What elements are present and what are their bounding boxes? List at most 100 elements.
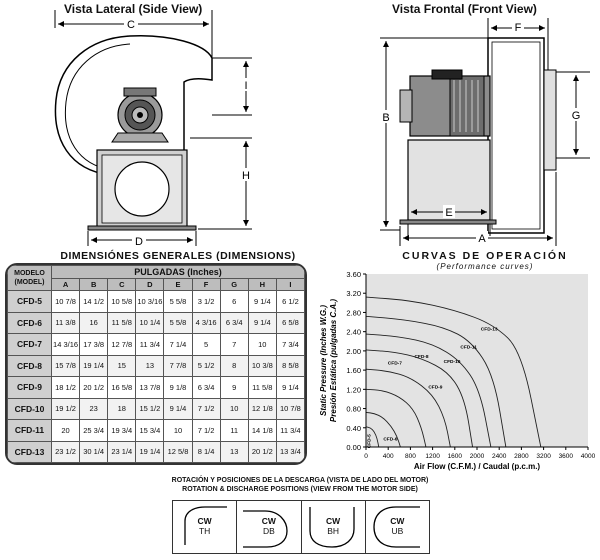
- model-cell: CFD-11: [7, 419, 52, 442]
- dimension-cell: 13 7/8: [135, 376, 165, 399]
- dimension-cell: 12 5/8: [163, 440, 193, 463]
- series-label: CFD-10: [444, 359, 461, 365]
- dimension-cell: 18 1/2: [50, 376, 81, 399]
- dimension-cell: 10 5/8: [107, 290, 137, 313]
- dimension-cell: 20: [50, 419, 81, 442]
- rotation-direction: CW: [261, 516, 276, 526]
- dim-c-label: C: [127, 19, 135, 31]
- side-view-title: Vista Lateral (Side View): [64, 2, 203, 16]
- plot-background: [366, 274, 588, 447]
- column-header-b: B: [79, 278, 109, 291]
- dimension-cell: 6 3/4: [219, 311, 249, 334]
- dimension-cell: 11: [219, 419, 249, 442]
- y-tick-label: 2.40: [346, 328, 361, 337]
- dimension-cell: 9 1/4: [275, 376, 305, 399]
- dimension-cell: 8: [219, 354, 249, 377]
- dimension-cell: 11 3/4: [135, 333, 165, 356]
- x-tick-label: 2400: [492, 453, 507, 460]
- series-label: CFD-11: [460, 344, 477, 350]
- y-tick-label: 1.60: [346, 366, 361, 375]
- dimension-cell: 13 3/4: [275, 440, 305, 463]
- column-header-a: A: [50, 278, 81, 291]
- dimension-cell: 9 1/4: [163, 397, 193, 420]
- y-tick-label: 2.00: [346, 347, 361, 356]
- dimension-cell: 23 1/2: [50, 440, 81, 463]
- x-axis-label: Air Flow (C.F.M.) / Caudal (p.c.m.): [414, 462, 541, 471]
- dimension-cell: 13: [219, 440, 249, 463]
- dimension-cell: 19 1/4: [135, 440, 165, 463]
- series-label: CFD-8: [414, 354, 428, 360]
- dimension-cell: 12 1/8: [247, 397, 277, 420]
- dimension-cell: 15 3/4: [135, 419, 165, 442]
- dimension-cell: 7 1/4: [163, 333, 193, 356]
- dimension-cell: 5 1/2: [191, 354, 221, 377]
- dim-a-label: A: [478, 233, 486, 245]
- rotation-title-es: ROTACIÓN Y POSICIONES DE LA DESCARGA (VI…: [171, 477, 429, 484]
- dimension-cell: 7 1/2: [191, 397, 221, 420]
- dimension-cell: 10 3/16: [135, 290, 165, 313]
- dimension-cell: 14 1/2: [79, 290, 109, 313]
- x-tick-label: 4000: [581, 453, 596, 460]
- series-label: CFD-9: [428, 384, 442, 390]
- units-header: PULGADAS (Inches): [51, 265, 305, 279]
- dimension-cell: 16: [79, 311, 109, 334]
- dimension-cell: 15: [107, 354, 137, 377]
- dimension-cell: 20 1/2: [79, 376, 109, 399]
- series-curve-cfd-5: [365, 426, 380, 448]
- front-view-title: Vista Frontal (Front View): [392, 2, 537, 16]
- series-curve-cfd-11: [365, 315, 507, 448]
- dimension-cell: 20 1/2: [247, 440, 277, 463]
- dimension-cell: 4 3/16: [191, 311, 221, 334]
- y-tick-label: 3.20: [346, 289, 361, 298]
- dim-f-label: F: [515, 22, 522, 34]
- column-header-i: I: [275, 278, 305, 291]
- y-tick-label: 0.40: [346, 424, 361, 433]
- dimensions-title: DIMENSIÓNES GENERALES (DIMENSIONS): [60, 250, 296, 262]
- model-cell: CFD-8: [7, 354, 52, 377]
- model-cell: CFD-5: [7, 290, 52, 313]
- model-header: MODELO (MODEL): [7, 265, 52, 291]
- dimension-cell: 15 7/8: [50, 354, 81, 377]
- x-tick-label: 0: [364, 453, 368, 460]
- dim-b-label: B: [382, 112, 389, 124]
- model-cell: CFD-13: [7, 440, 52, 463]
- dimension-cell: 10 3/8: [247, 354, 277, 377]
- fan-housing-icon: [184, 506, 227, 545]
- dimension-cell: 5 5/8: [163, 290, 193, 313]
- dimension-cell: 11 3/4: [275, 419, 305, 442]
- y-tick-label: 1.20: [346, 385, 361, 394]
- x-tick-label: 400: [383, 453, 394, 460]
- x-tick-label: 1600: [448, 453, 463, 460]
- dimension-cell: 5: [191, 333, 221, 356]
- column-header-c: C: [107, 278, 137, 291]
- series-label: CFD-7: [388, 360, 402, 366]
- rotation-direction: CW: [326, 516, 341, 526]
- model-cell: CFD-6: [7, 311, 52, 334]
- curves-title: CURVAS DE OPERACIÓN: [402, 250, 568, 262]
- x-tick-label: 3600: [559, 453, 574, 460]
- series-curve-cfd-8: [365, 368, 451, 448]
- x-tick-label: 1200: [425, 453, 440, 460]
- dimension-cell: 8 1/4: [191, 440, 221, 463]
- dimension-cell: 6 3/4: [191, 376, 221, 399]
- dimension-cell: 5 5/8: [163, 311, 193, 334]
- column-header-f: F: [191, 278, 221, 291]
- y-tick-label: 2.80: [346, 308, 361, 317]
- series-label: CFD-6: [383, 436, 397, 442]
- dimension-cell: 10 7/8: [275, 397, 305, 420]
- series-curve-cfd-9: [365, 349, 474, 448]
- dim-h-label: H: [242, 170, 250, 182]
- model-header-en: (MODEL): [14, 279, 45, 286]
- dimension-cell: 10: [219, 397, 249, 420]
- dimension-cell: 7 1/2: [191, 419, 221, 442]
- rotation-title-en: ROTATION & DISCHARGE POSITIONS (VIEW FRO…: [182, 486, 418, 493]
- dimension-cell: 6 1/2: [275, 290, 305, 313]
